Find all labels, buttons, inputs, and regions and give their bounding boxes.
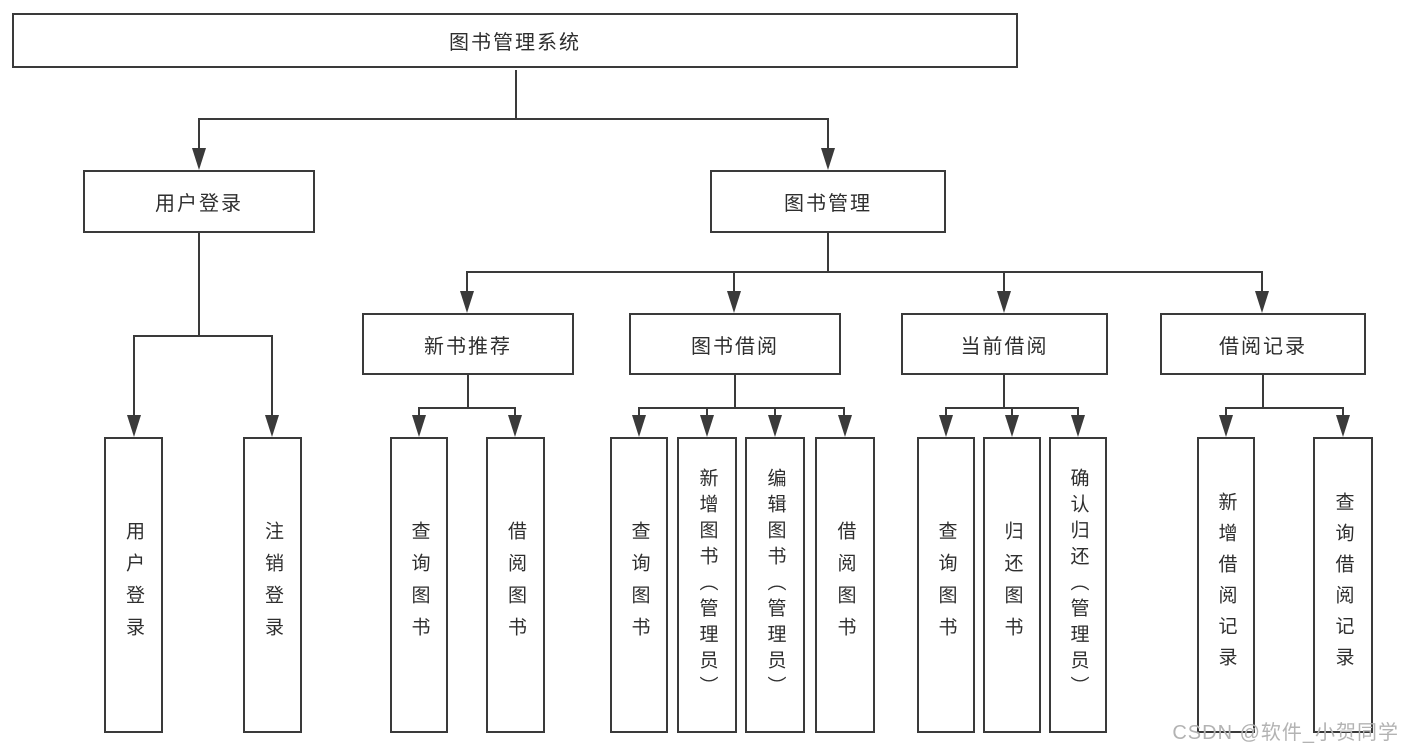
connector-line [827, 118, 829, 152]
connector-line [1262, 375, 1264, 409]
leaf-label: 借阅图书 [505, 521, 526, 649]
leaf-label: 查询图书 [408, 521, 430, 649]
leaf-label: 查询借阅记录 [1332, 492, 1354, 678]
arrow-down-icon [1336, 415, 1350, 437]
connector-line [843, 407, 845, 417]
connector-line [198, 233, 200, 337]
leaf-borrow-books: 借阅图书 [815, 437, 875, 733]
connector-line [1342, 407, 1344, 417]
connector-line [466, 271, 468, 295]
leaf-label: 用户登录 [123, 521, 144, 649]
arrow-down-icon [508, 415, 522, 437]
connector-line [1261, 271, 1263, 295]
connector-line [418, 407, 516, 409]
arrow-down-icon [1255, 291, 1269, 313]
leaf-label: 归还图书 [1001, 521, 1023, 649]
connector-line [514, 407, 516, 417]
node-new-book-recommend: 新书推荐 [362, 313, 574, 375]
arrow-down-icon [1071, 415, 1085, 437]
connector-line [467, 375, 469, 409]
node-current-borrowing: 当前借阅 [901, 313, 1108, 375]
leaf-return-books: 归还图书 [983, 437, 1041, 733]
leaf-label: 新增图书（管理员） [696, 468, 718, 702]
connector-line [827, 233, 829, 273]
connector-line [733, 271, 735, 295]
arrow-down-icon [460, 291, 474, 313]
arrow-down-icon [838, 415, 852, 437]
connector-line [945, 407, 947, 417]
arrow-down-icon [265, 415, 279, 437]
leaf-edit-books-admin: 编辑图书（管理员） [745, 437, 805, 733]
connector-line [638, 407, 640, 417]
node-user-login: 用户登录 [83, 170, 315, 233]
connector-line [734, 375, 736, 409]
leaf-query-books-borrow: 查询图书 [610, 437, 668, 733]
leaf-label: 借阅图书 [834, 521, 856, 649]
node-library-management-system: 图书管理系统 [12, 13, 1018, 68]
connector-line [133, 335, 135, 417]
leaf-label: 编辑图书（管理员） [764, 468, 786, 702]
connector-line [1077, 407, 1079, 417]
arrow-down-icon [1219, 415, 1233, 437]
connector-line [515, 70, 517, 120]
connector-line [418, 407, 420, 417]
arrow-down-icon [768, 415, 782, 437]
arrow-down-icon [727, 291, 741, 313]
arrow-down-icon [412, 415, 426, 437]
arrow-down-icon [700, 415, 714, 437]
leaf-add-books-admin: 新增图书（管理员） [677, 437, 737, 733]
arrow-down-icon [821, 148, 835, 170]
leaf-logout: 注销登录 [243, 437, 302, 733]
node-book-management: 图书管理 [710, 170, 946, 233]
connector-line [1225, 407, 1227, 417]
connector-line [198, 118, 200, 152]
leaf-label: 查询图书 [628, 521, 650, 649]
leaf-label: 注销登录 [262, 521, 283, 649]
leaf-query-borrow-record: 查询借阅记录 [1313, 437, 1373, 733]
arrow-down-icon [632, 415, 646, 437]
leaf-confirm-return-admin: 确认归还（管理员） [1049, 437, 1107, 733]
node-book-borrowing: 图书借阅 [629, 313, 841, 375]
arrow-down-icon [997, 291, 1011, 313]
connector-line [133, 335, 273, 337]
connector-line [774, 407, 776, 417]
connector-line [198, 118, 829, 120]
csdn-watermark: CSDN @软件_小贺同学 [1172, 722, 1399, 744]
arrow-down-icon [1005, 415, 1019, 437]
arrow-down-icon [939, 415, 953, 437]
leaf-user-login: 用户登录 [104, 437, 163, 733]
connector-line [706, 407, 708, 417]
leaf-label: 查询图书 [935, 521, 957, 649]
connector-line [1003, 375, 1005, 409]
connector-line [638, 407, 845, 409]
leaf-add-borrow-record: 新增借阅记录 [1197, 437, 1255, 733]
connector-line [466, 271, 1263, 273]
connector-line [1011, 407, 1013, 417]
arrow-down-icon [127, 415, 141, 437]
connector-line [1225, 407, 1343, 409]
connector-line [1003, 271, 1005, 295]
leaf-query-books-current: 查询图书 [917, 437, 975, 733]
arrow-down-icon [192, 148, 206, 170]
leaf-label: 新增借阅记录 [1215, 492, 1237, 678]
connector-line [271, 335, 273, 417]
leaf-borrow-books-recommend: 借阅图书 [486, 437, 545, 733]
leaf-query-books-recommend: 查询图书 [390, 437, 448, 733]
leaf-label: 确认归还（管理员） [1067, 468, 1089, 702]
node-borrowing-records: 借阅记录 [1160, 313, 1366, 375]
